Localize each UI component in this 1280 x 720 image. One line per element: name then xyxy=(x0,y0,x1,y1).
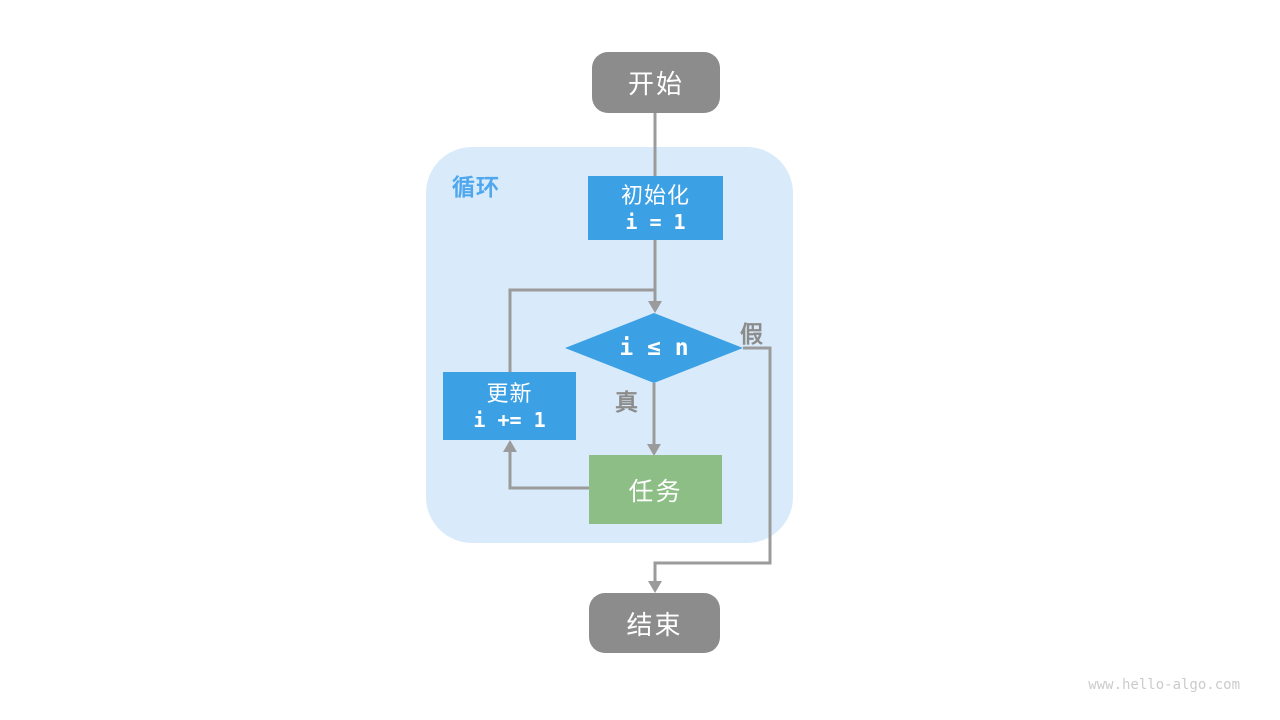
branch-false-label: 假 xyxy=(740,321,764,347)
start-node: 开始 xyxy=(592,52,720,113)
end-node: 结束 xyxy=(589,593,720,653)
arrowhead-end-top xyxy=(648,581,662,593)
arrowhead-condition-top xyxy=(648,301,662,313)
update-node-code: i += 1 xyxy=(473,407,546,432)
edge-update-condition xyxy=(508,288,655,373)
loop-scope-label: 循环 xyxy=(452,174,500,200)
branch-true-label: 真 xyxy=(615,389,639,415)
watermark: www.hello-algo.com xyxy=(1088,677,1240,693)
edge-task-update xyxy=(508,451,590,490)
update-node-label: 更新 xyxy=(486,380,533,406)
arrowhead-update-bottom xyxy=(503,440,517,452)
task-node: 任务 xyxy=(589,455,722,524)
condition-node-label: i ≤ n xyxy=(619,335,689,361)
init-node-label: 初始化 xyxy=(620,182,690,208)
init-node: 初始化 i = 1 xyxy=(588,176,723,240)
update-node: 更新 i += 1 xyxy=(443,372,576,440)
edge-condition-end xyxy=(653,346,772,582)
task-node-label: 任务 xyxy=(628,477,683,506)
end-node-label: 结束 xyxy=(626,609,683,640)
init-node-code: i = 1 xyxy=(625,209,686,234)
start-node-label: 开始 xyxy=(627,69,684,99)
arrowhead-task-top xyxy=(647,444,661,456)
